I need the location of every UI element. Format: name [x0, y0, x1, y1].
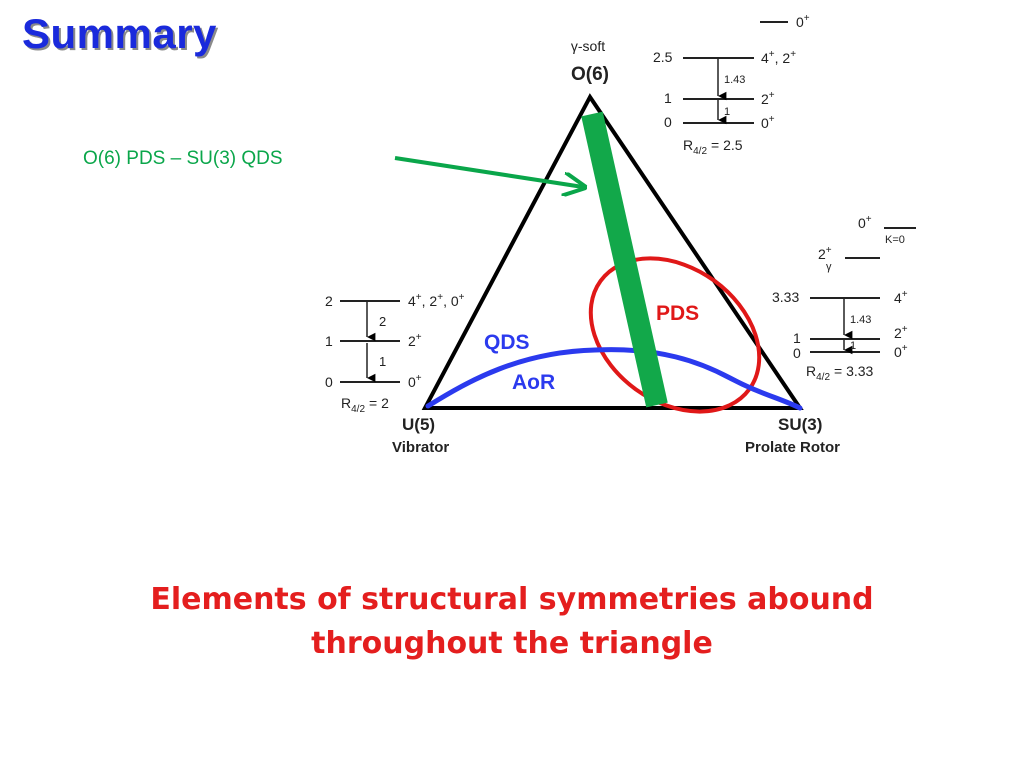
svg-text:R4/2= 3.33: R4/2= 3.33 — [806, 363, 874, 383]
svg-text:2+: 2+ — [818, 245, 832, 262]
u5-level-scheme: 2 4+, 2+, 0+ 1 2+ 0 0+ 2 1 R4/2= 2 — [325, 292, 465, 415]
svg-text:0+: 0+ — [796, 13, 810, 30]
svg-text:γ: γ — [826, 261, 832, 273]
svg-text:2: 2 — [325, 293, 333, 309]
svg-text:1.43: 1.43 — [724, 74, 745, 86]
su3-description: Prolate Rotor — [745, 439, 840, 456]
pds-label: PDS — [656, 302, 699, 325]
svg-text:4+, 2+: 4+, 2+ — [761, 49, 796, 66]
svg-text:1: 1 — [664, 90, 672, 106]
svg-text:1: 1 — [793, 330, 801, 346]
o6-pds-su3-qds-band — [581, 111, 668, 408]
svg-text:1: 1 — [379, 354, 386, 369]
svg-text:3.33: 3.33 — [772, 289, 799, 305]
svg-text:0: 0 — [664, 114, 672, 130]
callout-arrow — [394, 156, 583, 187]
svg-text:2+: 2+ — [894, 324, 908, 341]
pds-region-ellipse — [588, 256, 762, 414]
svg-text:2+: 2+ — [761, 90, 775, 107]
svg-text:2+: 2+ — [408, 332, 422, 349]
svg-text:0: 0 — [325, 374, 333, 390]
qds-label: QDS — [484, 331, 530, 354]
svg-text:2: 2 — [379, 314, 386, 329]
aor-label: AoR — [512, 371, 555, 394]
u5-description: Vibrator — [392, 439, 449, 456]
o6-energy-2-5: 2.5 — [653, 49, 673, 65]
o6-level-scheme: 0+ 2.5 4+, 2+ 1 2+ 0 0+ 1.43 1 R4/2= 2.5 — [653, 13, 810, 157]
su3-symmetry-label: SU(3) — [778, 415, 822, 434]
o6-pds-su3-qds-callout: O(6) PDS – SU(3) QDS — [83, 148, 283, 169]
qds-aor-curve — [425, 347, 803, 411]
svg-text:0+: 0+ — [408, 373, 422, 390]
o6-description: γ-soft — [571, 38, 605, 54]
o6-symmetry-label: O(6) — [571, 64, 609, 85]
svg-text:1: 1 — [850, 340, 856, 352]
svg-text:0: 0 — [793, 345, 801, 361]
u5-symmetry-label: U(5) — [402, 415, 435, 434]
caption-line-1: Elements of structural symmetries abound — [150, 582, 874, 617]
svg-text:1: 1 — [325, 333, 333, 349]
slide-title: Summary — [22, 10, 217, 57]
su3-level-scheme: 0+ K=0 2+ γ 3.33 4+ 1 2+ 0 0+ 1.43 1 R4/… — [772, 214, 916, 383]
casten-triangle — [421, 93, 804, 410]
caption-line-2: throughout the triangle — [311, 626, 713, 661]
svg-text:0+: 0+ — [894, 343, 908, 360]
svg-text:4+: 4+ — [894, 289, 908, 306]
svg-text:0+: 0+ — [761, 114, 775, 131]
slide-caption: Elements of structural symmetries abound… — [112, 578, 912, 666]
svg-text:R4/2= 2: R4/2= 2 — [341, 395, 389, 415]
svg-text:4+, 2+, 0+: 4+, 2+, 0+ — [408, 292, 465, 309]
svg-text:K=0: K=0 — [885, 234, 905, 246]
svg-text:R4/2= 2.5: R4/2= 2.5 — [683, 137, 743, 157]
svg-text:0+: 0+ — [858, 214, 872, 231]
svg-text:1.43: 1.43 — [850, 314, 871, 326]
svg-text:1: 1 — [724, 106, 730, 118]
